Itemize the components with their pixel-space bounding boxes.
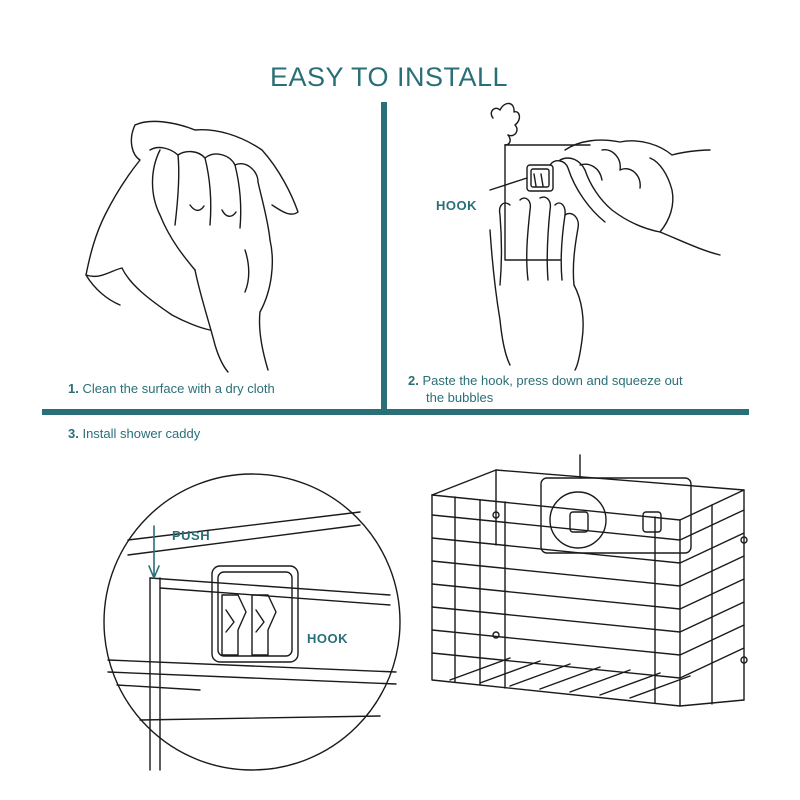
step-2-caption: 2. Paste the hook, press down and squeez… <box>408 372 748 406</box>
horizontal-divider <box>42 409 749 415</box>
step-2-number: 2. <box>408 373 419 388</box>
shower-caddy-illustration <box>431 454 748 707</box>
hands-pressing-hook-illustration <box>489 102 721 371</box>
page-title: EASY TO INSTALL <box>269 62 509 92</box>
hand-with-cloth-illustration <box>85 120 299 373</box>
push-label: PUSH <box>172 528 211 543</box>
step-3-number: 3. <box>68 426 79 441</box>
step-1-number: 1. <box>68 381 79 396</box>
step-1-caption: 1. Clean the surface with a dry cloth <box>68 380 275 397</box>
hook-label-detail: HOOK <box>307 631 348 646</box>
step-3-caption: 3. Install shower caddy <box>68 425 200 442</box>
step-3-text: Install shower caddy <box>82 426 201 441</box>
step-2-text: Paste the hook, press down and squeeze o… <box>422 373 683 388</box>
magnified-detail-circle <box>103 473 401 771</box>
step-2-text-continued: the bubbles <box>426 390 494 405</box>
hook-label-top: HOOK <box>436 198 477 213</box>
vertical-divider <box>381 102 387 410</box>
step-1-text: Clean the surface with a dry cloth <box>82 381 275 396</box>
